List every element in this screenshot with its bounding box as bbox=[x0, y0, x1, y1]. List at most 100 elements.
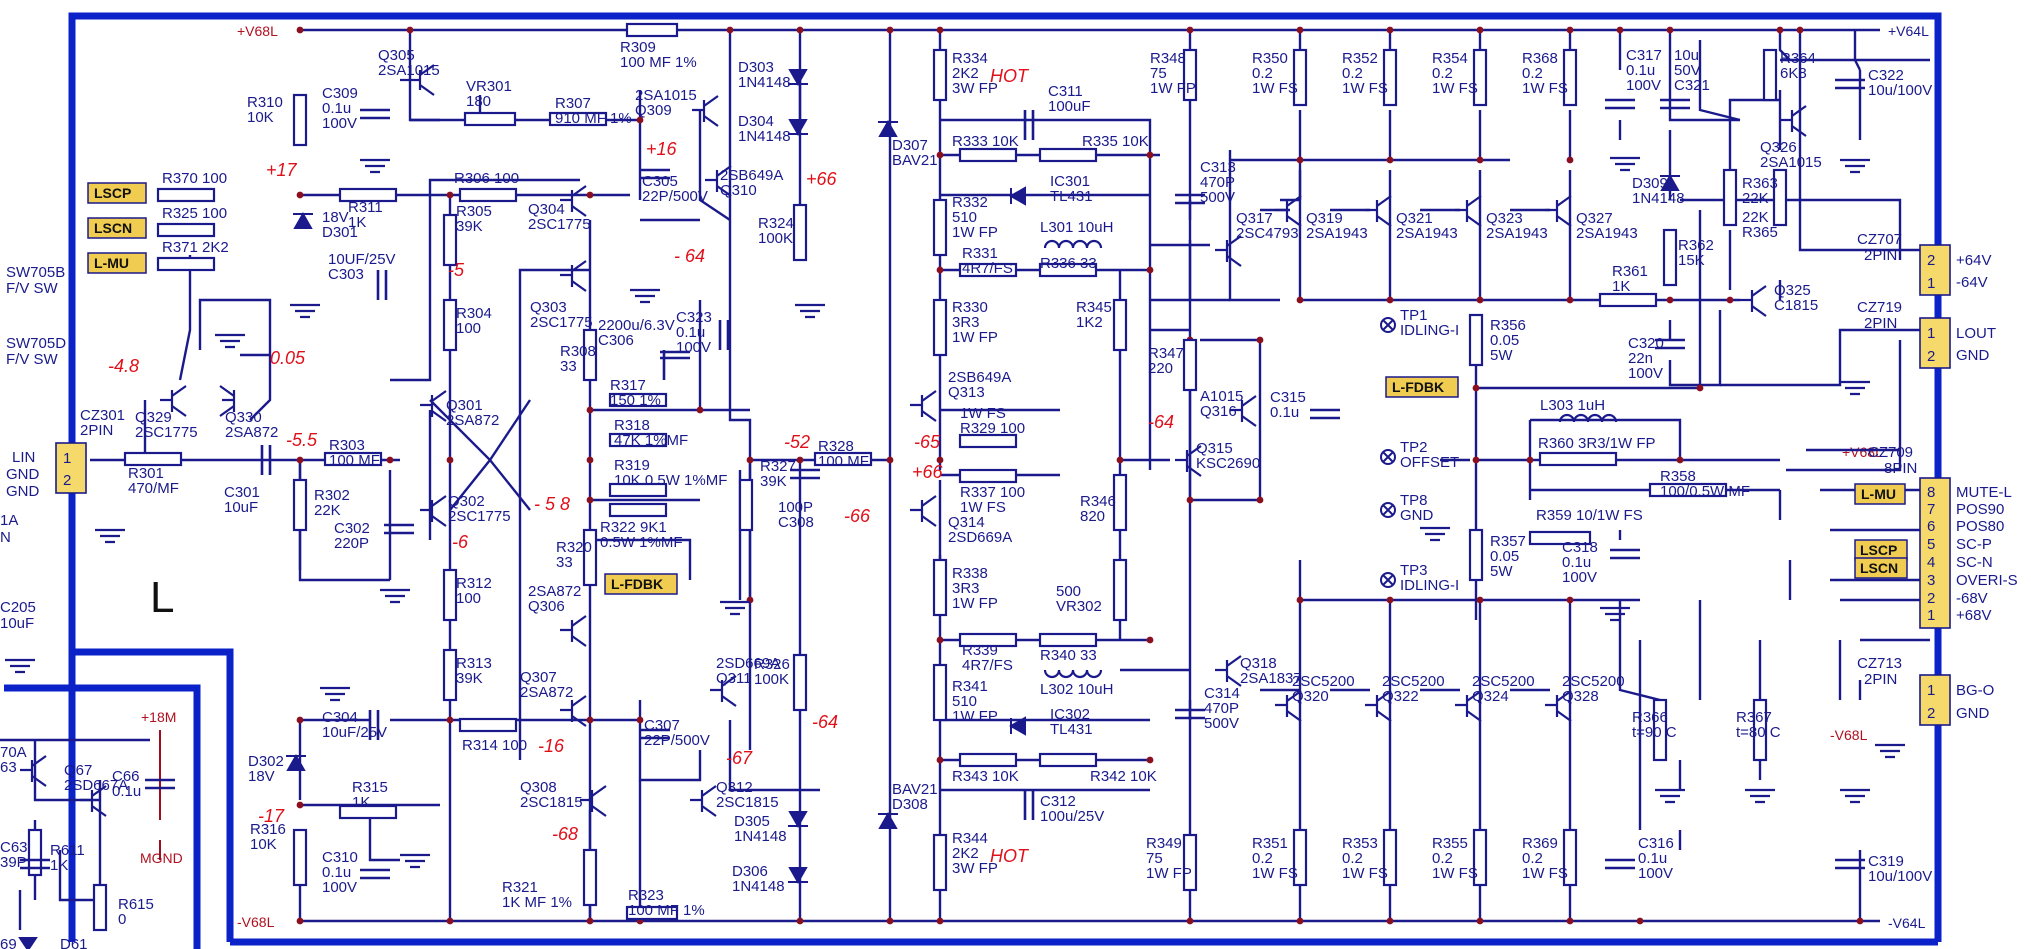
cz713-signal-1: BG-O bbox=[1956, 682, 1994, 699]
r313-symbol bbox=[442, 648, 458, 702]
junction-dot bbox=[586, 191, 594, 199]
r363-symbol bbox=[1722, 168, 1738, 227]
r324-label-line: R324 bbox=[758, 215, 794, 232]
tp2-label-line: TP2 bbox=[1400, 439, 1428, 456]
r348-label-line: 1W FP bbox=[1150, 80, 1196, 97]
c318-label-line: 0.1u bbox=[1562, 554, 1591, 571]
d304-label-line: 1N4148 bbox=[738, 128, 791, 145]
d306-label-line: 1N4148 bbox=[732, 878, 785, 895]
tp3-label-line: TP3 bbox=[1400, 562, 1428, 579]
cz301-label-line: CZ301 bbox=[80, 407, 125, 424]
cz707-title-2: 2PIN bbox=[1864, 247, 1897, 264]
r319-label-line: R319 bbox=[614, 457, 650, 474]
junction-dot bbox=[1636, 917, 1644, 925]
r311-symbol bbox=[338, 187, 398, 203]
d303-label-line: D303 bbox=[738, 59, 774, 76]
r338-symbol bbox=[932, 558, 948, 617]
cz709-signal-7: -68V bbox=[1956, 590, 1988, 607]
cz301-pin-2: 2 bbox=[63, 472, 71, 489]
cz719-title-2: 2PIN bbox=[1864, 315, 1897, 332]
r356-label-line: R356 bbox=[1490, 317, 1526, 334]
r324-symbol bbox=[792, 203, 808, 262]
r315-label-line: R315 bbox=[352, 779, 388, 796]
anno-minus64c: -64 bbox=[812, 712, 838, 732]
c306-label-line: C306 bbox=[598, 332, 634, 349]
r318-label-line: 47K 1%MF bbox=[614, 432, 688, 449]
r327-label-line: R327 bbox=[760, 458, 796, 475]
r336-label-line: R336 33 bbox=[1040, 255, 1097, 272]
anno-minus55: -5.5 bbox=[286, 430, 318, 450]
c304-label-line: 10uF/25V bbox=[322, 724, 387, 741]
r370-label-line: R370 100 bbox=[162, 170, 227, 187]
r325-label: R325 100 bbox=[162, 205, 227, 222]
r341-label-line: 1W FP bbox=[952, 708, 998, 725]
ic302-label-line: TL431 bbox=[1050, 721, 1093, 738]
junction-dot bbox=[936, 456, 944, 464]
cz709-pin-6: 6 bbox=[1927, 518, 1935, 535]
junction-dot bbox=[1386, 296, 1394, 304]
r354-label-line: R354 bbox=[1432, 50, 1468, 67]
r311-label-line: 1K bbox=[348, 214, 366, 231]
q305-label-line: 2SA1015 bbox=[378, 62, 440, 79]
r371-label-line: R371 2K2 bbox=[162, 239, 229, 256]
c323-label-line: 0.1u bbox=[676, 324, 705, 341]
r306-label: R306 100 bbox=[454, 170, 519, 187]
l301-label: L301 10uH bbox=[1040, 219, 1113, 236]
anno-005: 0.05 bbox=[270, 348, 306, 368]
q302-label-line: 2SC1775 bbox=[448, 508, 511, 525]
junction-dot bbox=[1386, 26, 1394, 34]
q310-label-line: 2SB649A bbox=[720, 167, 783, 184]
r338-label-line: 1W FP bbox=[952, 595, 998, 612]
c306-label-line: 2200u/6.3V bbox=[598, 317, 675, 334]
r308-label-line: R308 bbox=[560, 343, 596, 360]
c312-label-line: C312 bbox=[1040, 793, 1076, 810]
junction-dot bbox=[1146, 266, 1154, 274]
junction-dot bbox=[1186, 917, 1194, 925]
r338-label-line: R338 bbox=[952, 565, 988, 582]
q319-label-line: Q319 bbox=[1306, 210, 1343, 227]
anno-hot-bottom: HOT bbox=[990, 846, 1030, 866]
q306-label-line: 2SA872 bbox=[528, 583, 581, 600]
cz709-title-2: 8PIN bbox=[1884, 460, 1917, 477]
junction-dot bbox=[1476, 26, 1484, 34]
junction-dot bbox=[1472, 456, 1480, 464]
net-tags: LSCP LSCN L-MU L-FDBK L-FDBK L-MU LSCP L… bbox=[87, 182, 1908, 595]
c301-label-line: 10uF bbox=[224, 499, 258, 516]
c316-label-line: 0.1u bbox=[1638, 850, 1667, 867]
junction-dot bbox=[1796, 26, 1804, 34]
r615-label-line: 0 bbox=[118, 911, 126, 928]
junction-dot bbox=[936, 756, 944, 764]
q313-label-line: 2SB649A bbox=[948, 369, 1011, 386]
junction-dot bbox=[1526, 456, 1534, 464]
q322-label-line: Q322 bbox=[1382, 688, 1419, 705]
q315-label-line: Q315 bbox=[1196, 440, 1233, 457]
sw705b-label: SW705B bbox=[6, 264, 65, 281]
r341-symbol bbox=[932, 663, 948, 722]
junction-dot bbox=[1566, 156, 1574, 164]
junction-dot bbox=[1256, 336, 1264, 344]
junction-dot bbox=[1386, 596, 1394, 604]
c317-label-line: 0.1u bbox=[1626, 62, 1655, 79]
r346-label-line: 820 bbox=[1080, 508, 1105, 525]
r306-label-line: R306 100 bbox=[454, 170, 519, 187]
